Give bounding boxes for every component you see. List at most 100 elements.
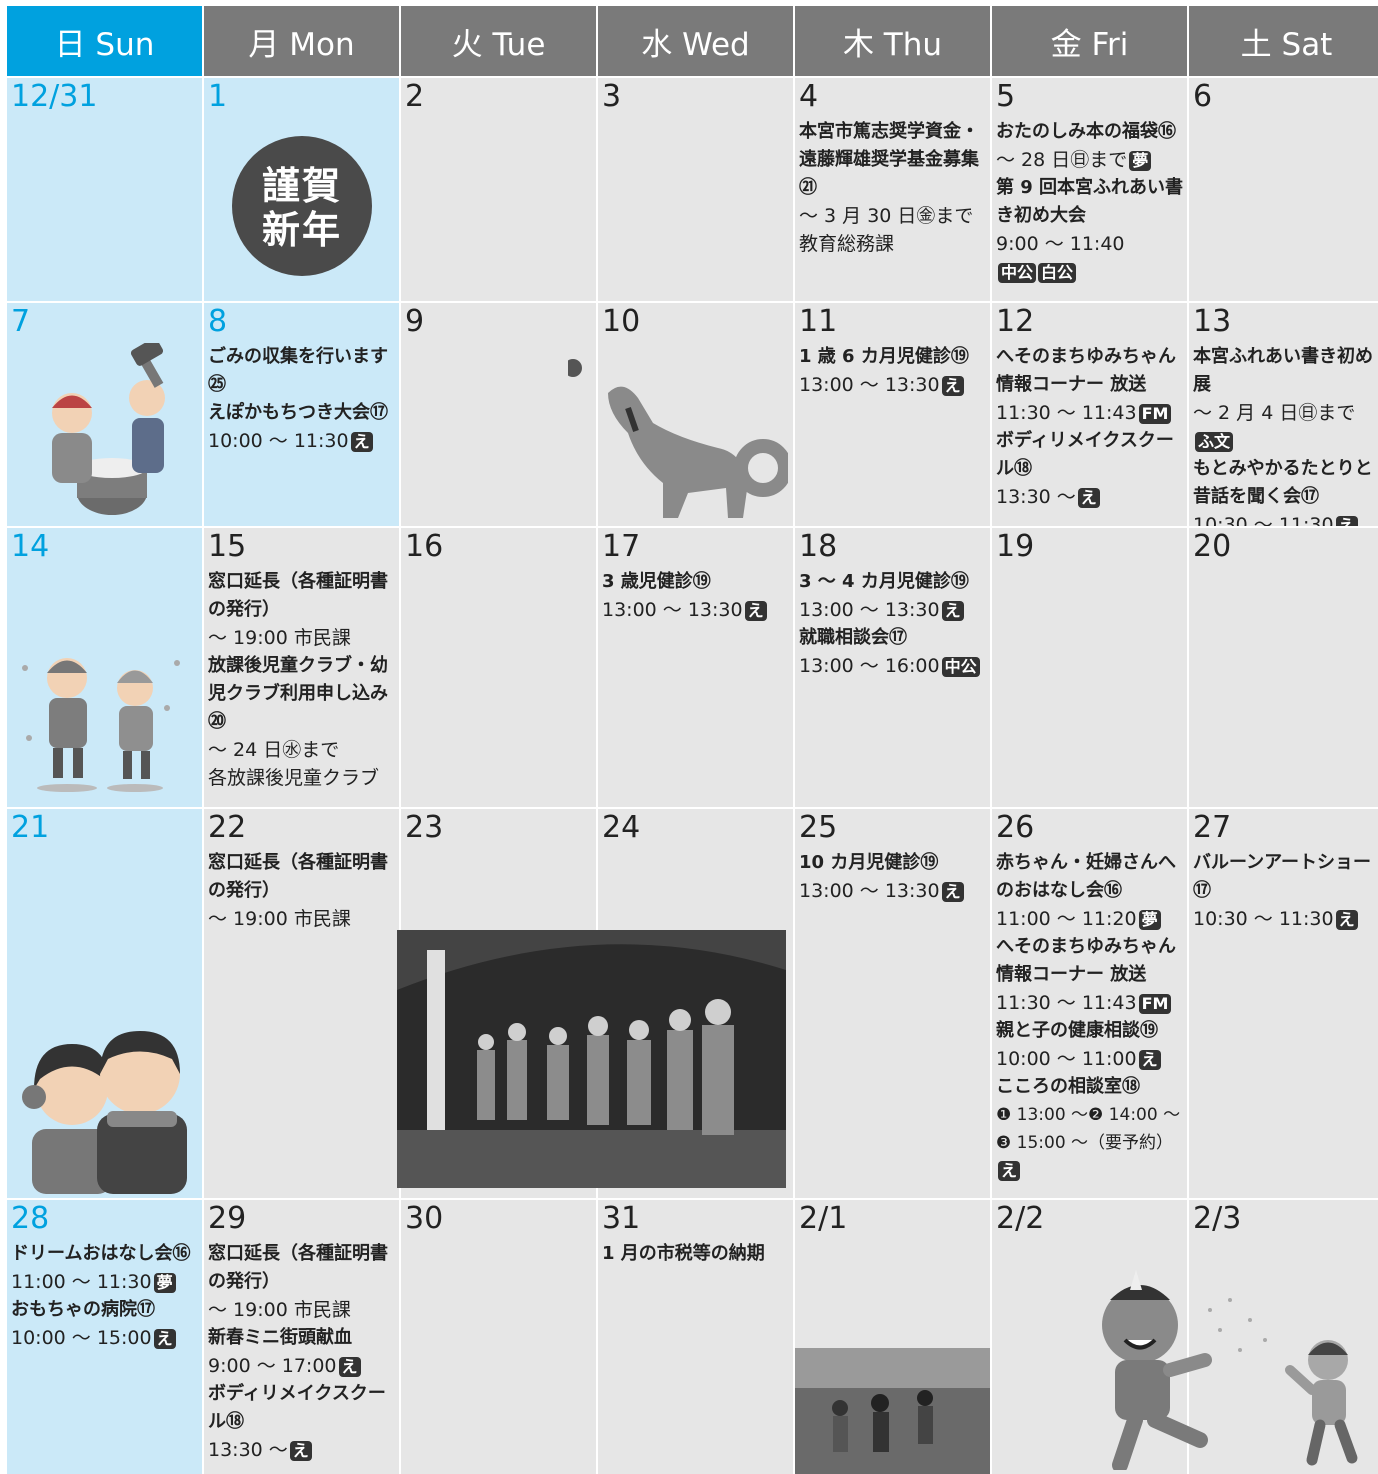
day-number: 14 xyxy=(11,529,50,564)
venue-badge: え xyxy=(941,376,964,396)
event-title: 赤ちゃん・妊婦さんへのおはなし会⑯ xyxy=(996,852,1176,901)
couple-illustration xyxy=(22,1031,187,1194)
day-number: 9 xyxy=(405,304,425,339)
venue-badge: え xyxy=(1077,488,1100,508)
day-number: 15 xyxy=(208,529,247,564)
venue-badge: 中公 xyxy=(998,263,1037,283)
night-event-photo xyxy=(397,930,786,1188)
day-number: 17 xyxy=(602,529,641,564)
event-detail: ～ 24 日㊌まで xyxy=(208,739,340,761)
children-in-snow-illustration xyxy=(22,658,180,792)
event-title: もとみやかるたとりと昔話を聞く会⑰ xyxy=(1193,458,1373,507)
event-detail: ～ 3 月 30 日㊎まで xyxy=(799,205,974,227)
event-title: 窓口延長（各種証明書の発行） xyxy=(208,1243,388,1292)
header-thursday: 木 Thu xyxy=(795,6,990,76)
day-number: 2/1 xyxy=(799,1201,848,1236)
event-title: 放課後児童クラブ・幼児クラブ利用申し込み⑳ xyxy=(208,655,388,732)
venue-badge: え xyxy=(289,1441,312,1461)
event-title: 窓口延長（各種証明書の発行） xyxy=(208,571,388,620)
event-title: ごみの収集を行います㉕ xyxy=(208,346,388,395)
event-title: 3 歳児健診⑲ xyxy=(602,571,711,592)
day-number: 2 xyxy=(405,79,425,114)
venue-badge: FM xyxy=(1138,994,1172,1014)
venue-badge: え xyxy=(350,432,373,452)
day-cell: 12/31 xyxy=(7,78,202,301)
event-list: 窓口延長（各種証明書の発行） ～ 19:00 市民課 放課後児童クラブ・幼児クラ… xyxy=(208,568,397,792)
event-list: 1 月の市税等の納期 xyxy=(602,1240,791,1268)
day-cell: 30 xyxy=(401,1200,596,1474)
day-number: 12/31 xyxy=(11,79,98,114)
event-detail: 13:30 ～え xyxy=(996,483,1185,511)
day-number: 29 xyxy=(208,1201,247,1236)
day-cell: 1 謹賀 新年 xyxy=(204,78,399,301)
venue-badge: 白公 xyxy=(1038,263,1077,283)
day-cell: 3 xyxy=(598,78,793,301)
day-cell: 15 窓口延長（各種証明書の発行） ～ 19:00 市民課 放課後児童クラブ・幼… xyxy=(204,528,399,807)
day-number: 2/2 xyxy=(996,1201,1045,1236)
venue-badge: え xyxy=(998,1161,1021,1181)
day-cell: 10 xyxy=(568,303,793,526)
event-list: 窓口延長（各種証明書の発行） ～ 19:00 市民課 xyxy=(208,849,397,933)
day-cell: 9 xyxy=(401,303,596,526)
day-cell: 20 xyxy=(1189,528,1378,807)
event-title: こころの相談室⑱ xyxy=(996,1076,1140,1097)
event-detail: ～ 19:00 市民課 xyxy=(208,627,351,649)
day-number: 24 xyxy=(602,810,641,845)
day-number: 21 xyxy=(11,810,50,845)
new-year-greeting-seal: 謹賀 新年 xyxy=(232,136,372,276)
day-number: 16 xyxy=(405,529,444,564)
event-title: えぽかもちつき大会⑰ xyxy=(208,402,388,423)
event-title: 10 カ月児健診⑲ xyxy=(799,852,939,873)
event-detail: 13:30 ～え xyxy=(208,1436,397,1464)
day-number: 20 xyxy=(1193,529,1232,564)
event-list: 窓口延長（各種証明書の発行） ～ 19:00 市民課 新春ミニ街頭献血 9:00… xyxy=(208,1240,397,1464)
day-cell: 2/1 xyxy=(795,1200,990,1474)
event-title: 就職相談会⑰ xyxy=(799,627,907,648)
day-cell: 4 本宮市篤志奨学資金・遠藤輝雄奨学基金募集㉑ ～ 3 月 30 日㊎まで 教育… xyxy=(795,78,990,301)
event-detail: 9:00 ～ 11:40 xyxy=(996,233,1125,255)
event-title: 窓口延長（各種証明書の発行） xyxy=(208,852,388,901)
day-cell: 5 おたのしみ本の福袋⑯ ～ 28 日㊐まで夢 第 9 回本宮ふれあい書き初め大… xyxy=(992,78,1187,301)
day-cell: 29 窓口延長（各種証明書の発行） ～ 19:00 市民課 新春ミニ街頭献血 9… xyxy=(204,1200,399,1474)
day-number: 11 xyxy=(799,304,838,339)
day-number: 23 xyxy=(405,810,444,845)
day-number: 12 xyxy=(996,304,1035,339)
day-number: 4 xyxy=(799,79,819,114)
venue-badge: 夢 xyxy=(153,1273,176,1293)
day-number: 30 xyxy=(405,1201,444,1236)
day-number: 5 xyxy=(996,79,1016,114)
event-title: ボディリメイクスクール⑱ xyxy=(996,430,1174,479)
header-sunday: 日 Sun xyxy=(7,6,202,76)
mochi-pounding-illustration xyxy=(52,343,165,515)
day-number: 6 xyxy=(1193,79,1213,114)
day-number: 26 xyxy=(996,810,1035,845)
header-friday: 金 Fri xyxy=(992,6,1187,76)
venue-badge: え xyxy=(1138,1050,1161,1070)
event-list: 本宮ふれあい書き初め展 ～ 2 月 4 日㊐までふ文 もとみやかるたとりと昔話を… xyxy=(1193,343,1378,526)
marathon-photo xyxy=(795,1348,990,1474)
event-detail: ❸ 15:00 ～（要予約）え xyxy=(996,1133,1174,1181)
day-number: 22 xyxy=(208,810,247,845)
header-saturday: 土 Sat xyxy=(1189,6,1378,76)
